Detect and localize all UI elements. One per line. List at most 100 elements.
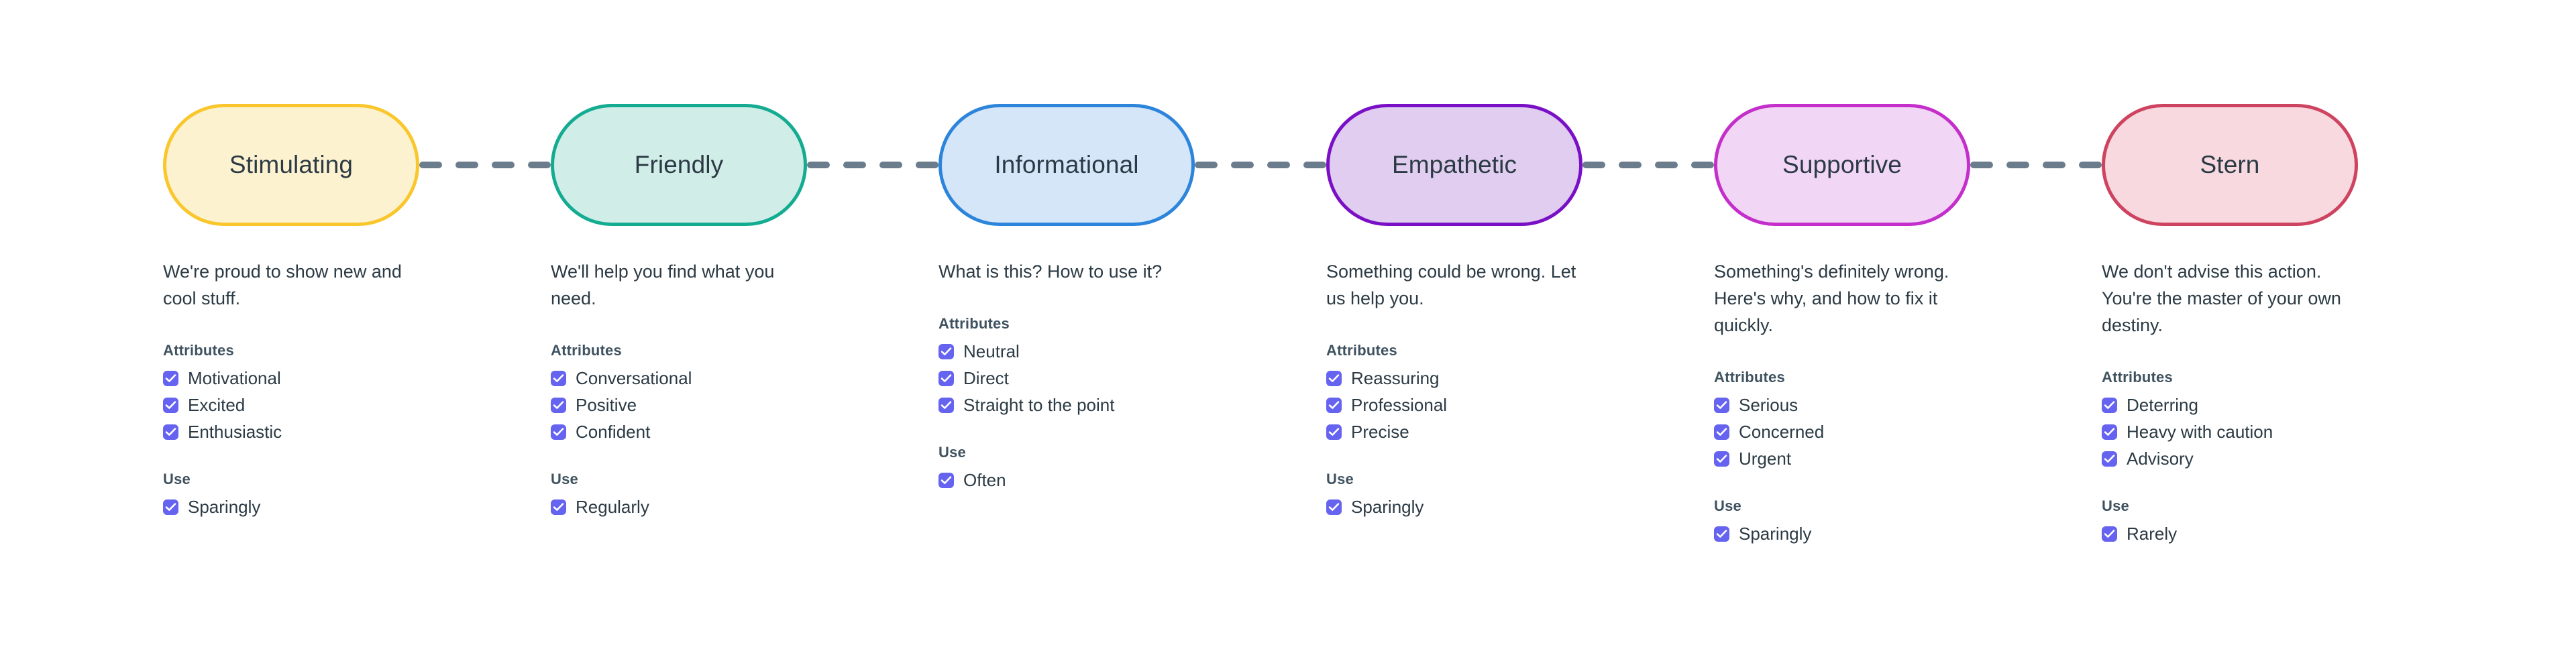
tone-pill[interactable]: Informational <box>938 104 1195 226</box>
attribute-label: Excited <box>188 395 246 415</box>
attribute-item[interactable]: Neutral <box>938 338 1313 365</box>
use-heading: Use <box>2102 497 2129 514</box>
connector-dash <box>1691 162 1714 168</box>
connector-dash <box>1582 162 1605 168</box>
dashed-connector <box>1970 104 2102 226</box>
tone-details-friendly: We'll help you find what you need.Attrib… <box>551 258 938 547</box>
attribute-item[interactable]: Serious <box>1714 392 2088 418</box>
tone-pill-label: Stimulating <box>229 150 354 178</box>
attribute-item[interactable]: Urgent <box>1714 445 2088 472</box>
tone-pill-label: Informational <box>994 150 1139 178</box>
tone-pill[interactable]: Empathetic <box>1326 104 1582 226</box>
use-item[interactable]: Rarely <box>2102 520 2476 547</box>
connector-dash <box>916 162 938 168</box>
tone-details-row: We're proud to show new and cool stuff.A… <box>163 258 2457 547</box>
attribute-label: Reassuring <box>1351 368 1440 388</box>
checkbox-checked-icon[interactable] <box>1326 397 1342 413</box>
checkbox-checked-icon[interactable] <box>938 343 954 359</box>
connector-dash <box>1195 162 1218 168</box>
checkbox-checked-icon[interactable] <box>938 397 954 413</box>
use-item[interactable]: Often <box>938 467 1313 493</box>
checkbox-checked-icon[interactable] <box>1714 397 1729 413</box>
use-heading: Use <box>163 471 191 487</box>
checkbox-checked-icon[interactable] <box>163 370 178 386</box>
attribute-label: Direct <box>963 368 1009 388</box>
checkbox-checked-icon[interactable] <box>1326 424 1342 440</box>
attribute-item[interactable]: Concerned <box>1714 418 2088 445</box>
checkbox-checked-icon[interactable] <box>1714 526 1729 542</box>
attribute-item[interactable]: Precise <box>1326 418 1701 445</box>
checkbox-checked-icon[interactable] <box>2102 397 2117 413</box>
checkbox-checked-icon[interactable] <box>2102 526 2117 542</box>
checkbox-checked-icon[interactable] <box>551 397 566 413</box>
tone-description: Something's definitely wrong. Here's why… <box>1714 261 1949 335</box>
attribute-item[interactable]: Direct <box>938 365 1313 392</box>
tone-pill-label: Supportive <box>1782 150 1902 178</box>
attribute-item[interactable]: Deterring <box>2102 392 2476 418</box>
checkbox-checked-icon[interactable] <box>1714 424 1729 440</box>
connector-dash <box>2079 162 2102 168</box>
attribute-item[interactable]: Motivational <box>163 365 537 392</box>
dashed-connector <box>1195 104 1326 226</box>
attribute-item[interactable]: Advisory <box>2102 445 2476 472</box>
attribute-item[interactable]: Confident <box>551 418 925 445</box>
attributes-heading: Attributes <box>938 315 1010 332</box>
checkbox-checked-icon[interactable] <box>938 472 954 488</box>
use-item[interactable]: Sparingly <box>1326 493 1701 520</box>
attribute-label: Positive <box>576 395 637 415</box>
attributes-heading: Attributes <box>1326 342 1397 359</box>
checkbox-checked-icon[interactable] <box>2102 424 2117 440</box>
attribute-label: Advisory <box>2127 449 2194 469</box>
use-item[interactable]: Sparingly <box>1714 520 2088 547</box>
attribute-item[interactable]: Excited <box>163 392 537 418</box>
tone-node-friendly: Friendly <box>551 104 807 226</box>
checkbox-checked-icon[interactable] <box>551 370 566 386</box>
use-label: Rarely <box>2127 524 2178 544</box>
attribute-label: Enthusiastic <box>188 422 282 442</box>
tone-description: What is this? How to use it? <box>938 261 1163 282</box>
tone-pill-label: Friendly <box>634 150 724 178</box>
attributes-heading: Attributes <box>163 342 234 359</box>
checkbox-checked-icon[interactable] <box>938 370 954 386</box>
checkbox-checked-icon[interactable] <box>551 499 566 515</box>
checkbox-checked-icon[interactable] <box>163 499 178 515</box>
attribute-item[interactable]: Positive <box>551 392 925 418</box>
connector-dash <box>1655 162 1678 168</box>
attribute-label: Deterring <box>2127 395 2198 415</box>
checkbox-checked-icon[interactable] <box>1326 499 1342 515</box>
tone-node-empathetic: Empathetic <box>1326 104 1582 226</box>
use-item[interactable]: Regularly <box>551 493 925 520</box>
checkbox-checked-icon[interactable] <box>163 424 178 440</box>
use-item[interactable]: Sparingly <box>163 493 537 520</box>
dashed-connector <box>807 104 938 226</box>
attribute-label: Concerned <box>1739 422 1825 442</box>
checkbox-checked-icon[interactable] <box>1714 451 1729 467</box>
checkbox-checked-icon[interactable] <box>551 424 566 440</box>
attribute-item[interactable]: Heavy with caution <box>2102 418 2476 445</box>
checkbox-checked-icon[interactable] <box>2102 451 2117 467</box>
attribute-item[interactable]: Straight to the point <box>938 392 1313 418</box>
attribute-label: Motivational <box>188 368 281 388</box>
tone-pill[interactable]: Stimulating <box>163 104 419 226</box>
checkbox-checked-icon[interactable] <box>1326 370 1342 386</box>
attribute-item[interactable]: Conversational <box>551 365 925 392</box>
tone-pill[interactable]: Friendly <box>551 104 807 226</box>
use-label: Regularly <box>576 497 649 517</box>
checkbox-checked-icon[interactable] <box>163 397 178 413</box>
connector-dash <box>1267 162 1290 168</box>
attribute-label: Neutral <box>963 341 1020 361</box>
tone-pill[interactable]: Supportive <box>1714 104 1970 226</box>
tone-pill[interactable]: Stern <box>2102 104 2358 226</box>
attributes-heading: Attributes <box>2102 369 2173 386</box>
attribute-item[interactable]: Professional <box>1326 392 1701 418</box>
connector-dash <box>419 162 442 168</box>
attribute-item[interactable]: Reassuring <box>1326 365 1701 392</box>
attribute-item[interactable]: Enthusiastic <box>163 418 537 445</box>
